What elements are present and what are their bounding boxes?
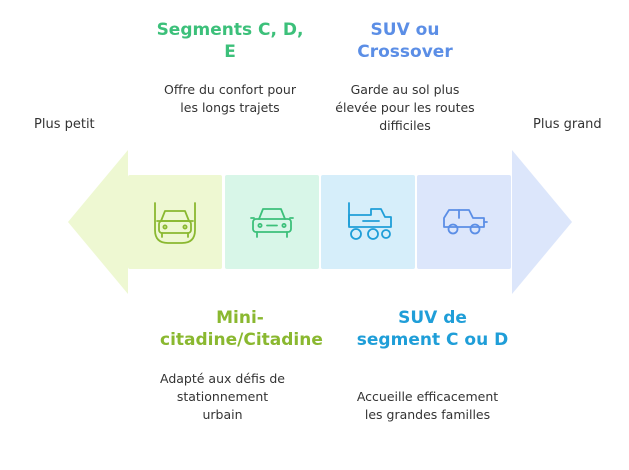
car-icon <box>250 208 294 238</box>
mini-citadine-title: Mini-citadine/Citadine <box>160 308 323 350</box>
smaller-label: Plus petit <box>34 117 95 132</box>
tractor-truck-icon <box>348 202 392 240</box>
car-front-icon <box>154 202 196 244</box>
segment-suv-c-d <box>321 175 415 269</box>
left-arrowhead <box>68 150 128 294</box>
suv-c-d-title: SUV de segment C ou D <box>356 308 509 350</box>
mini-citadine-description: Adapté aux défis de stationnement urbain <box>160 371 285 422</box>
segments-cde-title: Segments C, D, E <box>156 20 304 62</box>
suv-crossover-description: Garde au sol plus élevée pour les routes… <box>335 82 475 133</box>
larger-label: Plus grand <box>533 117 602 132</box>
suv-crossover-title: SUV ou Crossover <box>357 20 453 62</box>
segment-c-d-e <box>225 175 319 269</box>
suv-c-d-description: Accueille efficacement les grandes famil… <box>356 389 499 422</box>
jeep-icon <box>443 209 488 235</box>
right-arrowhead <box>512 150 572 294</box>
segment-mini-citadine <box>128 175 222 269</box>
segment-suv-crossover <box>417 175 511 269</box>
segments-cde-description: Offre du confort pour les longs trajets <box>164 82 296 115</box>
